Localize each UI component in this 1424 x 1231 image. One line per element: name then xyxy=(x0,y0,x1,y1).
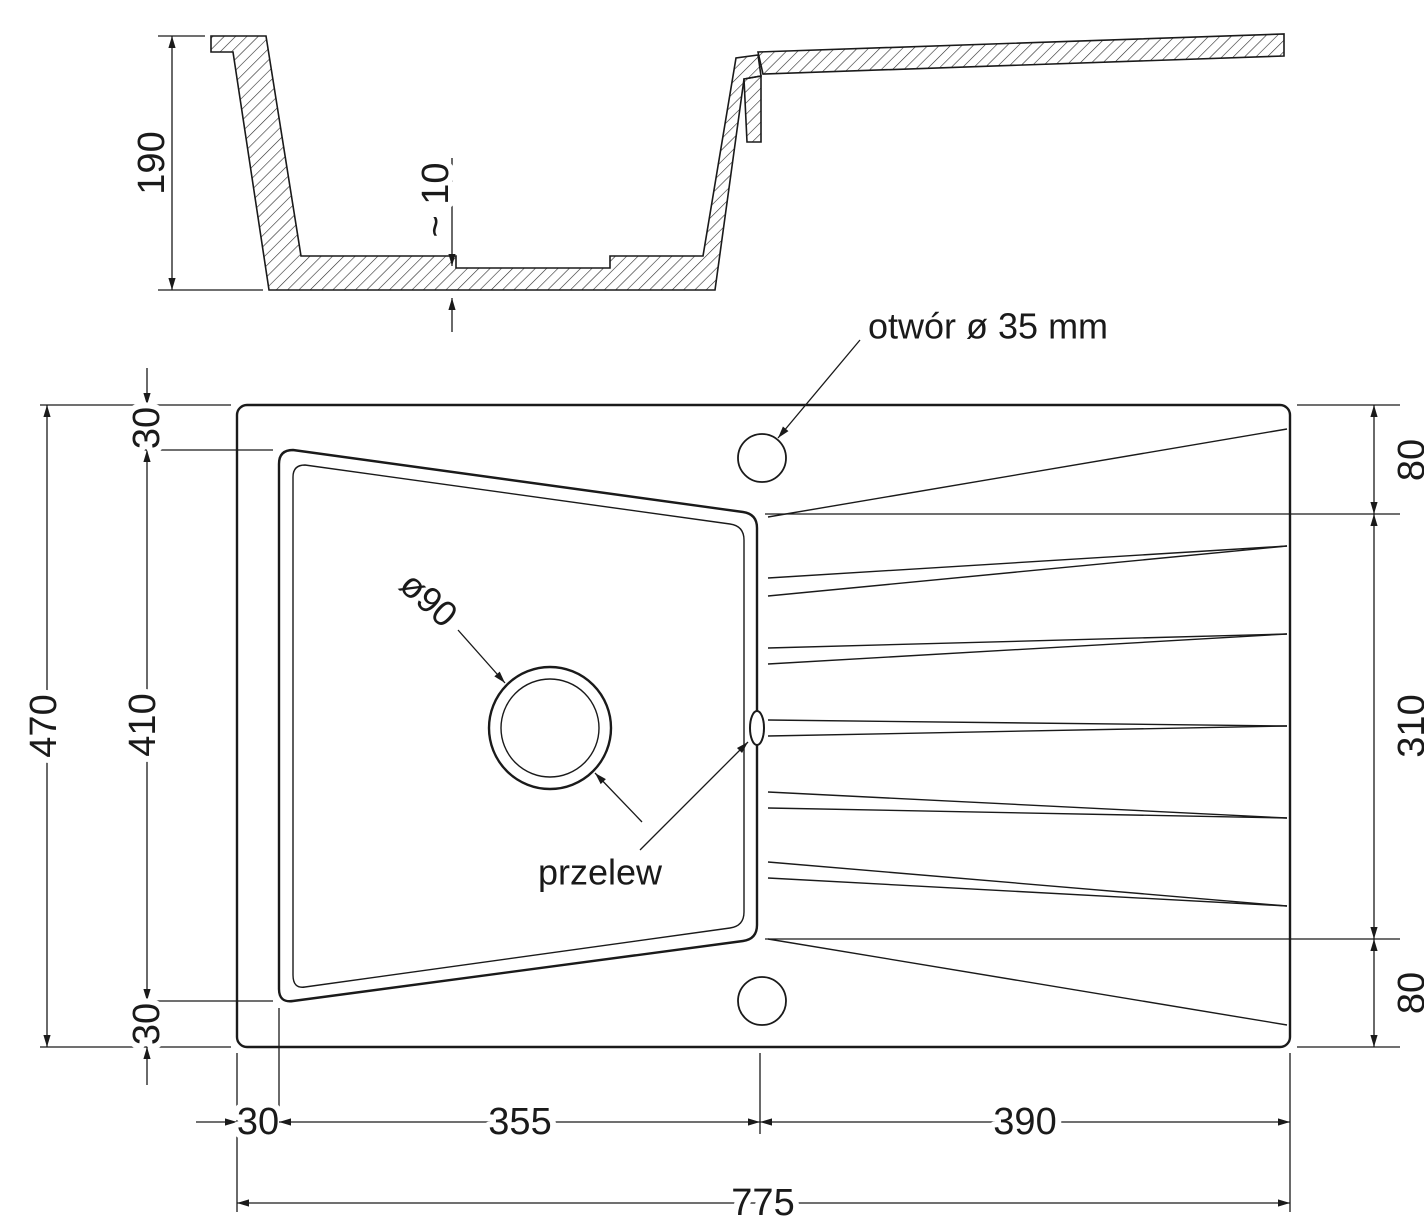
dim-label-overall-length: 775 xyxy=(731,1182,794,1224)
dim-label-overall-width: 470 xyxy=(23,694,65,757)
dimension-top-offset-30: 30 xyxy=(120,368,174,455)
groove-line xyxy=(767,633,1288,649)
groove-line xyxy=(767,861,1288,907)
drain-diameter-label: ø90 xyxy=(392,563,466,635)
dim-label-top-offset: 30 xyxy=(126,407,168,449)
cross-section-view: 190 ~ 10 xyxy=(125,33,1285,332)
groove-line xyxy=(767,428,1288,518)
dim-label-depth: 190 xyxy=(131,131,173,194)
junction-step-profile xyxy=(743,75,762,143)
dim-label-drainer-top-offset: 80 xyxy=(1391,439,1424,481)
dimension-right-stack: 80 310 80 xyxy=(765,404,1424,1048)
tap-hole: otwór ø 35 mm xyxy=(737,306,1108,483)
dim-label-drainer-board-height: 310 xyxy=(1391,694,1424,757)
drain-hole: ø90 xyxy=(386,557,643,823)
overflow-label: przelew xyxy=(538,852,663,893)
groove-line xyxy=(767,725,1288,737)
dimension-overall-width-470: 470 xyxy=(17,404,231,1048)
tap-hole-label: otwór ø 35 mm xyxy=(868,306,1108,347)
dim-label-drainer-bottom-offset: 80 xyxy=(1391,972,1424,1014)
drain-outer-circle xyxy=(487,665,613,791)
overflow-slot xyxy=(749,710,765,746)
tap-hole-circle xyxy=(737,433,787,483)
dim-label-basin-width: 410 xyxy=(122,693,164,756)
dimension-bottom-offset-30: 30 xyxy=(120,997,174,1085)
sink-outline xyxy=(235,403,1292,1049)
groove-line xyxy=(767,719,1288,727)
overflow-leader xyxy=(639,741,749,851)
basin-section-profile xyxy=(210,35,762,291)
overflow: przelew xyxy=(532,710,765,899)
dimension-bottom-rows: 30 355 390 775 xyxy=(196,1008,1291,1230)
drain-leader xyxy=(457,629,506,684)
groove-line xyxy=(767,807,1288,819)
groove-line xyxy=(767,791,1288,819)
groove-line xyxy=(767,633,1288,665)
groove-line xyxy=(767,938,1288,1026)
dim-label-drainer-length: 390 xyxy=(993,1101,1056,1143)
basin-inner-rim xyxy=(292,464,745,988)
drainer-section-profile xyxy=(757,33,1285,75)
basin-outer-rim xyxy=(277,448,759,1003)
drain-leader xyxy=(594,772,643,823)
dim-label-bottom-offset: 30 xyxy=(126,1003,168,1045)
groove-line xyxy=(767,877,1288,907)
plan-view: ø90 otwór ø 35 mm przelew 470 410 xyxy=(17,306,1424,1231)
dimension-bottom-thickness: ~ 10 xyxy=(409,156,463,332)
dim-label-left-offset: 30 xyxy=(237,1101,279,1143)
dimension-basin-width-410: 410 xyxy=(116,449,273,1002)
drain-inner-circle xyxy=(500,678,600,778)
tap-hole-leader xyxy=(777,339,861,439)
dimension-depth-190: 190 xyxy=(125,35,263,291)
dim-label-basin-length: 355 xyxy=(488,1101,551,1143)
groove-line xyxy=(767,545,1288,579)
lower-hole-circle xyxy=(737,976,787,1026)
dim-label-bottom-thickness: ~ 10 xyxy=(415,162,457,237)
groove-line xyxy=(767,545,1288,597)
drainer-grooves xyxy=(767,428,1288,1026)
